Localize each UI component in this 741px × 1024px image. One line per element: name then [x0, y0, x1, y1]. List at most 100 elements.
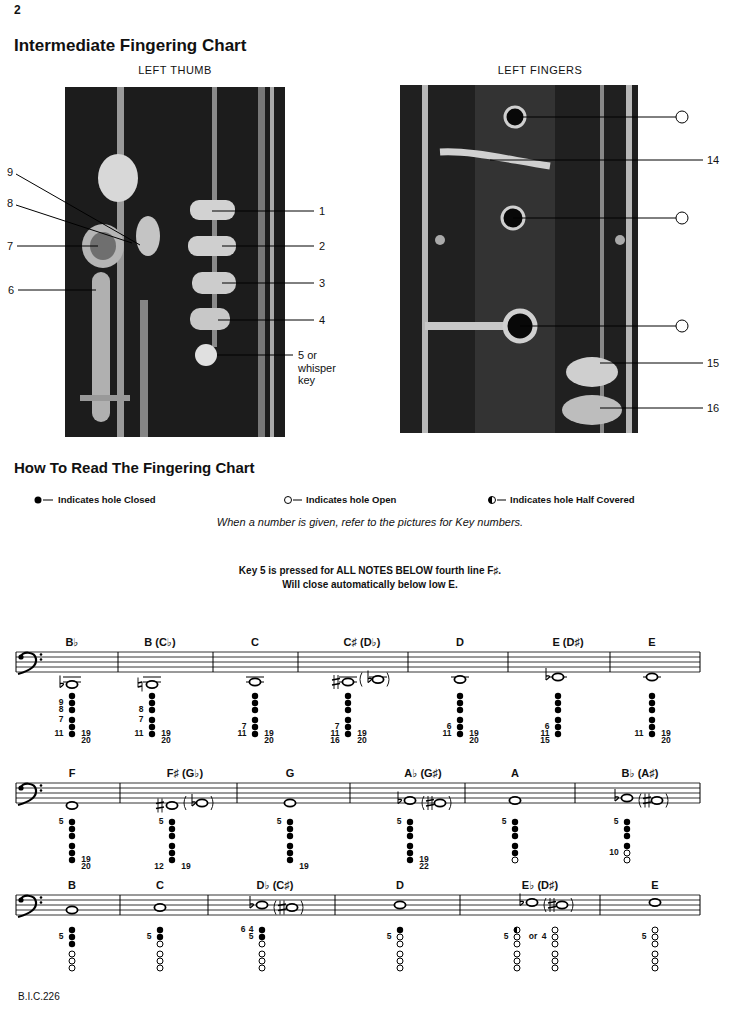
note-name: E (D♯) [552, 636, 583, 648]
key-pad [98, 154, 138, 202]
whole-note [556, 901, 567, 908]
closed-hole-dot [512, 826, 518, 832]
key-number: 12 [154, 862, 163, 872]
note-name: F [69, 767, 76, 779]
staff-line [16, 803, 700, 804]
whole-note [66, 906, 77, 913]
closed-hole-dot [69, 707, 75, 713]
open-hole-dot [259, 941, 265, 947]
open-hole-dot [652, 941, 658, 947]
closed-hole-dot [69, 826, 75, 832]
key-number: 20 [161, 735, 170, 745]
flat-sign [192, 802, 196, 806]
closed-hole-dot [69, 717, 75, 723]
closed-hole-dot [555, 700, 561, 706]
bass-clef [40, 901, 43, 904]
closed-hole-dot [69, 700, 75, 706]
leader-line [520, 117, 676, 118]
sharp-sign [548, 902, 556, 904]
staff-line [16, 788, 700, 789]
sharp-sign [548, 907, 556, 909]
closed-hole-dot [252, 700, 258, 706]
bar-line [600, 895, 601, 915]
closed-hole-dot [649, 700, 655, 706]
whole-note [66, 681, 77, 688]
note-name: D [396, 879, 404, 891]
bar-line [237, 783, 238, 803]
open-hole-dot [652, 951, 658, 957]
key-number: 5 [397, 817, 402, 827]
open-hole-dot [652, 934, 658, 940]
key-lever [190, 308, 230, 330]
closed-hole-dot [149, 707, 155, 713]
callout-number: 6 [8, 284, 14, 296]
leader-line [217, 355, 293, 356]
photo-left-fingers [400, 85, 638, 433]
flat-sign [520, 901, 524, 905]
closed-hole-dot [345, 693, 351, 699]
key-number: 5 [387, 931, 392, 941]
note-name: F♯ (G♭) [167, 767, 203, 779]
whisper-key [195, 344, 217, 366]
page-title: Intermediate Fingering Chart [14, 36, 246, 56]
key-number: 19 [299, 862, 308, 872]
closed-hole-dot [252, 693, 258, 699]
note-name: B♭ [65, 636, 78, 648]
key-number: 20 [357, 735, 366, 745]
closed-hole-dot [157, 927, 163, 933]
whole-note [249, 678, 260, 685]
note-name: E [648, 636, 655, 648]
key-number: 20 [661, 735, 670, 745]
callout-number: 8 [7, 197, 13, 210]
whole-note [166, 802, 177, 809]
closed-hole-dot [69, 843, 75, 849]
sharp-sign [280, 901, 281, 915]
callout-number: 16 [707, 402, 719, 415]
bar-line [460, 895, 461, 915]
note-name: D [396, 879, 404, 892]
bar-line [208, 895, 209, 915]
note-name: B [68, 879, 76, 891]
closed-hole-dot [407, 843, 413, 849]
parenthesis [360, 673, 362, 687]
bar-line [350, 783, 351, 803]
key-number: 5 [147, 932, 152, 942]
closed-hole-dot [169, 850, 175, 856]
footer-code: B.I.C.226 [18, 991, 60, 1003]
key-number: 5 [59, 931, 64, 941]
closed-hole-dot [555, 707, 561, 713]
sharp-sign [645, 794, 646, 808]
note-name: C♯ (D♭) [344, 636, 381, 648]
note-name: F [69, 767, 76, 780]
bar-line [298, 652, 299, 672]
note-name: E [651, 879, 658, 891]
open-hole-dot [397, 941, 403, 947]
sharp-sign [426, 805, 434, 807]
key-number: 19 [299, 861, 308, 871]
key-number: 4 [542, 931, 547, 941]
key-number: 11 [135, 728, 144, 738]
legend-dash [43, 500, 53, 501]
key-rod [258, 87, 265, 437]
bar-line [120, 783, 121, 803]
bar-line [16, 895, 17, 915]
note-name: G [286, 767, 295, 779]
key-number: 5 [614, 816, 619, 826]
parenthesis [666, 794, 668, 808]
photo-caption: LEFT THUMB [138, 64, 212, 76]
bass-clef [18, 896, 36, 917]
key-lever [440, 152, 550, 166]
open-hole-dot [157, 958, 163, 964]
key-rod [626, 85, 632, 433]
note-name: A♭ (G♯) [404, 767, 442, 780]
open-hole-dot [624, 850, 630, 856]
open-hole-marker [676, 320, 688, 332]
natural-sign [138, 686, 142, 687]
note-name: G [286, 767, 295, 780]
closed-hole-dot [69, 927, 75, 933]
closed-hole-dot [287, 857, 293, 863]
sharp-sign [278, 909, 286, 911]
photo-left-thumb [65, 87, 285, 437]
leader-line [490, 160, 703, 161]
leader-line [600, 363, 703, 364]
